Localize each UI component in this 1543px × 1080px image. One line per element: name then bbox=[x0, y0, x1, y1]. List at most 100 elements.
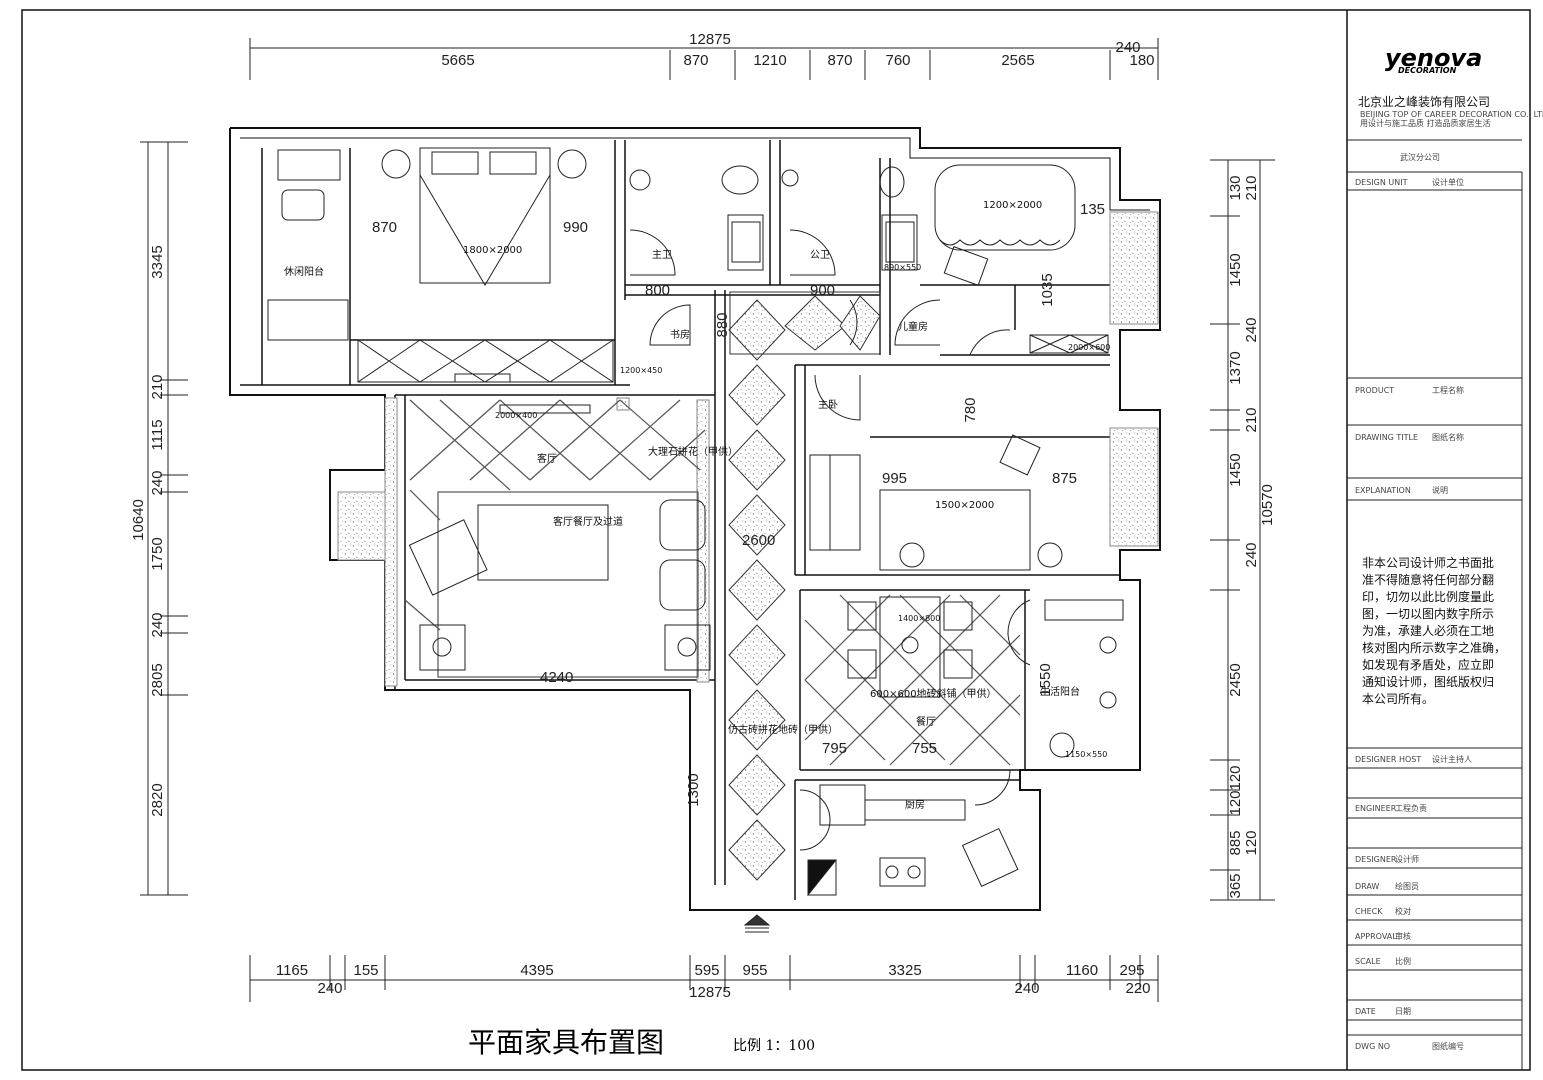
bottom-segment-dims: 1165 240 155 4395 595 955 3325 240 1160 … bbox=[276, 962, 1151, 997]
tb-label-1: PRODUCT bbox=[1355, 386, 1394, 395]
tb-value-1: 工程名称 bbox=[1432, 385, 1464, 395]
tb-value-10: 比例 bbox=[1395, 956, 1411, 966]
tb-label-2: DRAWING TITLE bbox=[1355, 433, 1418, 442]
idim-2600: 2600 bbox=[742, 532, 775, 549]
notice-line-2: 印，切勿以此比例度量此 bbox=[1362, 589, 1494, 604]
right-dim-3: 240 bbox=[1243, 317, 1260, 342]
tb-label-3: EXPLANATION bbox=[1355, 486, 1411, 495]
label-bath-2: 公卫 bbox=[810, 250, 830, 261]
bottom-dim-6: 3325 bbox=[888, 962, 921, 979]
idim-995: 995 bbox=[882, 470, 907, 487]
tb-value-5: 工程负责 bbox=[1395, 803, 1427, 813]
bottom-dim-0: 1165 bbox=[276, 962, 308, 979]
corridor-marble-inlay bbox=[728, 291, 881, 881]
label-master-bed: 主卧 bbox=[818, 398, 838, 411]
left-dim-0: 3345 bbox=[149, 245, 166, 278]
label-bed-size-3: 1500×2000 bbox=[935, 500, 994, 511]
top-segment-dims: 5665 870 1210 870 760 2565 240 180 bbox=[441, 39, 1154, 69]
idim-1300: 1300 bbox=[685, 773, 702, 806]
dining-tile-pattern bbox=[804, 594, 1021, 766]
tb-value-3: 说明 bbox=[1432, 485, 1448, 495]
right-overall-dim: 10570 bbox=[1259, 484, 1276, 526]
label-bed-size-2: 1200×2000 bbox=[983, 200, 1042, 211]
notice-line-8: 本公司所有。 bbox=[1362, 692, 1434, 706]
tb-value-4: 设计主持人 bbox=[1432, 754, 1472, 764]
label-cabinet-2: 1150×550 bbox=[1065, 750, 1107, 759]
left-dim-2: 1115 bbox=[149, 419, 166, 450]
tb-label-8: CHECK bbox=[1355, 907, 1383, 916]
label-cabinet-5: 1200×450 bbox=[620, 366, 662, 375]
top-dim-4: 760 bbox=[885, 52, 910, 69]
inner-dimension-labels: 870 990 800 900 1035 135 995 875 780 880… bbox=[372, 201, 1105, 807]
top-overall-dim: 12875 bbox=[689, 31, 731, 48]
left-dim-1: 210 bbox=[149, 374, 166, 399]
right-dim-1: 210 bbox=[1243, 175, 1260, 200]
company-name: 北京业之峰装饰有限公司 bbox=[1358, 95, 1490, 109]
brand-logo: yenova bbox=[1385, 44, 1482, 72]
tb-value-8: 校对 bbox=[1395, 906, 1411, 916]
idim-135: 135 bbox=[1080, 201, 1105, 218]
bottom-dim-1: 240 bbox=[317, 980, 342, 997]
left-dim-7: 2820 bbox=[149, 783, 166, 816]
label-cabinet-3: 2000×400 bbox=[495, 411, 537, 420]
tb-label-10: SCALE bbox=[1355, 957, 1381, 966]
label-living-room: 客厅 bbox=[537, 452, 557, 465]
top-dim-3: 870 bbox=[827, 52, 852, 69]
bottom-dimensions bbox=[249, 955, 1159, 1002]
right-dimensions bbox=[1210, 159, 1275, 901]
right-dim-12: 120 bbox=[1243, 830, 1260, 855]
left-dim-6: 2805 bbox=[149, 663, 166, 696]
right-dim-5: 210 bbox=[1243, 407, 1260, 432]
top-dimensions bbox=[249, 38, 1159, 80]
brand-sub: DECORATION bbox=[1398, 66, 1457, 75]
furniture bbox=[267, 147, 1124, 933]
idim-755: 755 bbox=[912, 740, 937, 757]
bottom-dim-8: 1160 bbox=[1066, 962, 1098, 979]
label-kids-room: 儿童房 bbox=[898, 320, 928, 333]
title-block: yenova DECORATION 北京业之峰装饰有限公司 BEIJING TO… bbox=[1346, 10, 1543, 1070]
notice-line-1: 准不得随意将任何部分翻 bbox=[1362, 572, 1494, 587]
bottom-dim-4: 595 bbox=[694, 962, 719, 979]
master-bed-2-shape bbox=[879, 489, 1031, 571]
notice-text: 非本公司设计师之书面批 准不得随意将任何部分翻 印，切勿以此比例度量此 图，一切… bbox=[1362, 555, 1506, 706]
tb-label-4: DESIGNER HOST bbox=[1355, 755, 1421, 764]
notice-line-5: 核对图内所示数字之准确， bbox=[1362, 640, 1506, 655]
bottom-dim-3: 4395 bbox=[520, 962, 553, 979]
idim-870: 870 bbox=[372, 219, 397, 236]
left-dimensions bbox=[140, 141, 188, 896]
label-master-balcony: 休闲阳台 bbox=[284, 265, 324, 278]
label-kitchen: 厨房 bbox=[905, 798, 925, 811]
right-segment-dims: 130 210 1450 240 1370 210 1450 240 2450 … bbox=[1227, 175, 1276, 898]
label-cabinet-6: 890×550 bbox=[884, 263, 921, 272]
notice-line-3: 图，一切以图内数字所示 bbox=[1362, 606, 1494, 621]
idim-4240: 4240 bbox=[540, 669, 573, 686]
bottom-dim-10: 220 bbox=[1125, 980, 1150, 997]
top-dim-1: 870 bbox=[683, 52, 708, 69]
right-dim-11: 885 bbox=[1227, 830, 1244, 855]
top-dim-7: 180 bbox=[1129, 52, 1154, 69]
tb-label-0: DESIGN UNIT bbox=[1355, 178, 1408, 187]
bottom-overall-dim: 12875 bbox=[689, 984, 731, 1001]
master-bed-shape bbox=[419, 147, 551, 284]
drawing-scale: 比例 1：100 bbox=[733, 1038, 815, 1054]
notice-line-7: 通知设计师，图纸版权归 bbox=[1362, 675, 1494, 689]
left-dim-3: 240 bbox=[149, 470, 166, 495]
tb-value-11: 日期 bbox=[1395, 1007, 1411, 1016]
top-dim-2: 1210 bbox=[753, 52, 786, 69]
bottom-dim-7: 240 bbox=[1014, 980, 1039, 997]
tb-value-2: 图纸名称 bbox=[1432, 432, 1464, 442]
tb-value-0: 设计单位 bbox=[1432, 177, 1464, 187]
label-hall-tile: 仿古砖拼花地砖（甲供） bbox=[728, 723, 838, 736]
right-dim-7: 240 bbox=[1243, 542, 1260, 567]
company-en: BEIJING TOP OF CAREER DECORATION CO., LT… bbox=[1360, 110, 1543, 119]
label-marble-note: 大理石拼花（甲供） bbox=[648, 445, 738, 458]
idim-900: 900 bbox=[810, 282, 835, 299]
right-dim-13: 365 bbox=[1227, 873, 1244, 898]
notice-line-6: 如发现有矛盾处，应立即 bbox=[1362, 657, 1494, 672]
top-dim-5: 2565 bbox=[1001, 52, 1034, 69]
left-dim-4: 1750 bbox=[149, 537, 166, 570]
right-dim-6: 1450 bbox=[1227, 453, 1244, 486]
right-dim-0: 130 bbox=[1227, 175, 1244, 200]
right-dim-9: 120 bbox=[1227, 765, 1244, 790]
right-dim-10: 120 bbox=[1227, 790, 1244, 815]
